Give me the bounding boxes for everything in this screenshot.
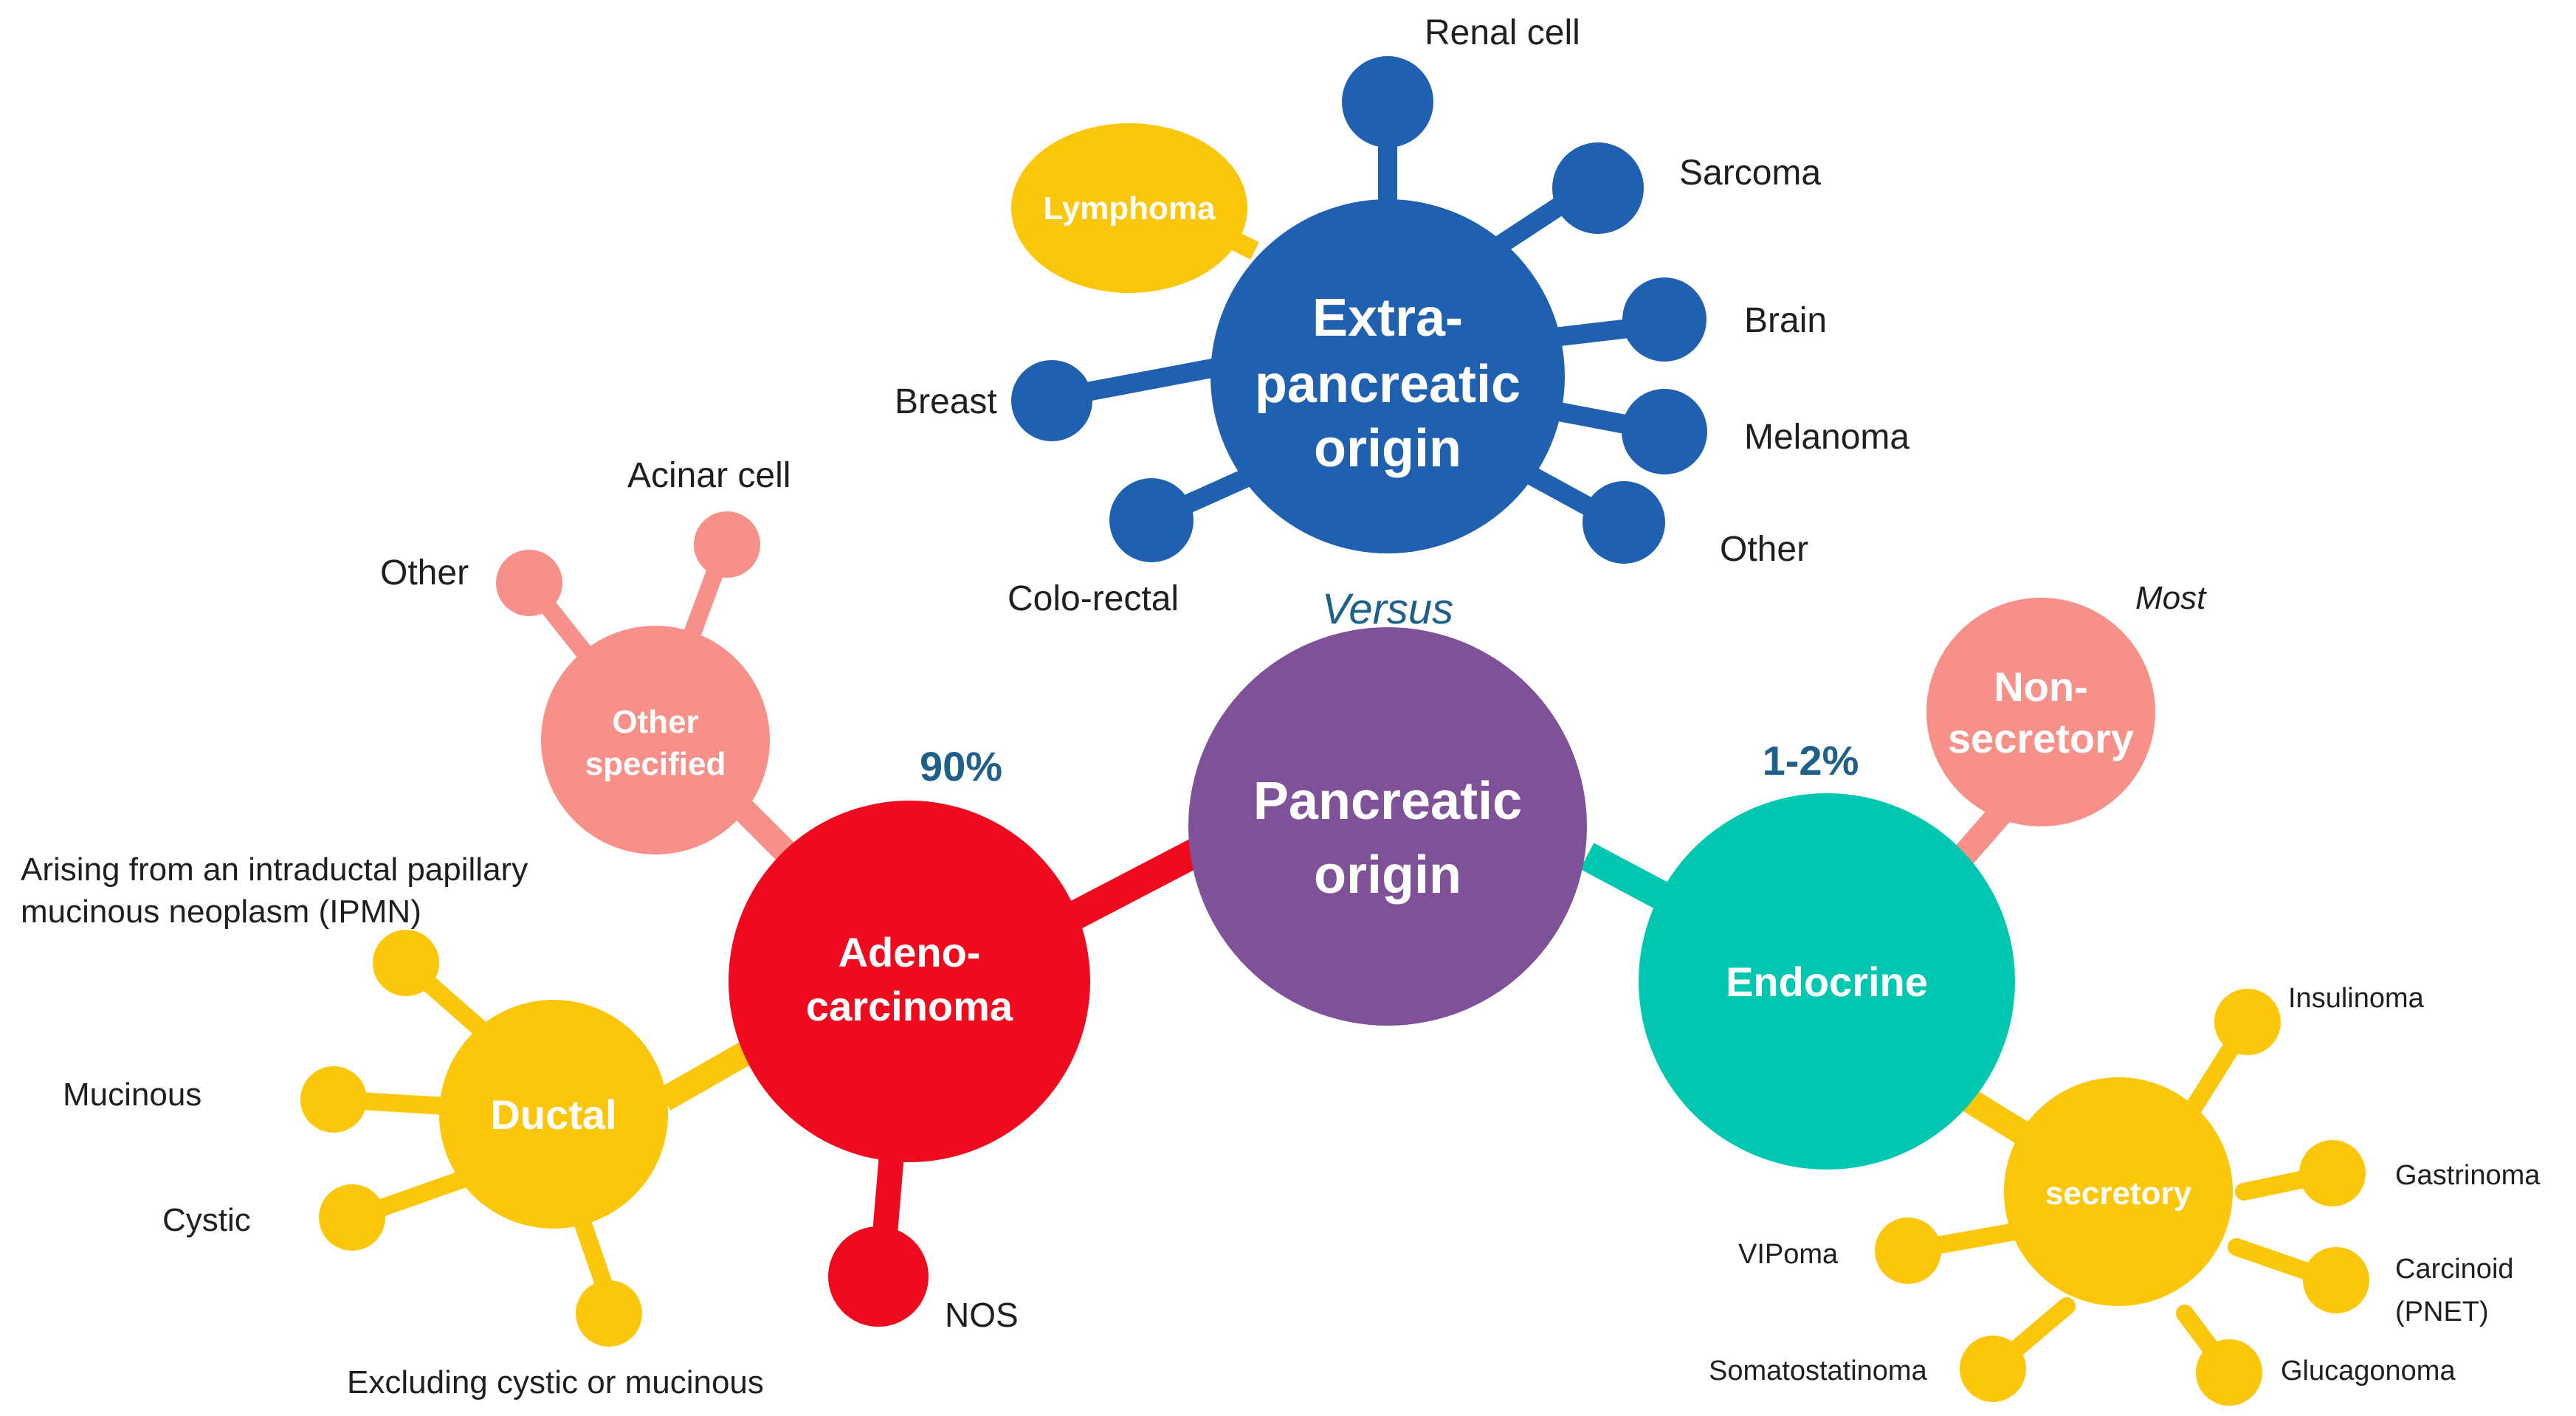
knob-carcinoid (2303, 1247, 2369, 1313)
node-other-specified-label-1: Other (612, 704, 698, 740)
label-acinar-cell: Acinar cell (627, 456, 791, 495)
node-extra-label-1: Extra- (1312, 289, 1463, 348)
node-adeno-label-2: carcinoma (806, 983, 1013, 1029)
node-endocrine-label: Endocrine (1726, 959, 1928, 1005)
knob-melanoma (1622, 389, 1707, 474)
label-nos: NOS (945, 1296, 1019, 1334)
knob-glucagonoma (2196, 1339, 2262, 1406)
label-cystic: Cystic (162, 1202, 251, 1238)
knob-brain (1622, 277, 1707, 362)
knob-excluding (576, 1280, 642, 1347)
knob-renal (1342, 56, 1433, 148)
label-excluding: Excluding cystic or mucinous (347, 1364, 764, 1401)
node-nonsecretory-label-2: secretory (1948, 715, 2134, 761)
knob-somatostatinoma (1960, 1336, 2026, 1402)
knob-mucinous (300, 1066, 367, 1133)
node-nonsecretory-label-1: Non- (1994, 663, 2088, 710)
node-endocrine (1639, 793, 2015, 1170)
label-extra-other: Other (1720, 530, 1808, 569)
label-breast: Breast (895, 382, 997, 421)
label-otherspec-other: Other (380, 553, 469, 593)
knob-colorectal (1109, 478, 1194, 562)
label-glucagonoma: Glucagonoma (2281, 1355, 2456, 1386)
label-ipmn-line2: mucinous neoplasm (IPMN) (21, 894, 421, 930)
knob-sarcoma (1552, 142, 1644, 234)
labels: Renal cell Sarcoma Brain Melanoma Other … (21, 13, 2541, 1401)
knob-cystic (319, 1184, 385, 1251)
node-ductal (439, 1000, 668, 1229)
node-ductal-label: Ductal (490, 1091, 616, 1138)
label-melanoma: Melanoma (1744, 418, 1909, 457)
knob-acinar (694, 511, 760, 578)
knob-breast (1011, 360, 1092, 441)
knob-insulinoma (2214, 989, 2281, 1055)
node-extra-label-2: pancreatic (1255, 355, 1521, 414)
label-renal-cell: Renal cell (1425, 13, 1580, 52)
label-ipmn-line1: Arising from an intraductal papillary (21, 852, 528, 888)
label-mucinous: Mucinous (63, 1077, 202, 1113)
label-gastrinoma: Gastrinoma (2395, 1160, 2541, 1191)
label-versus: Versus (1322, 585, 1453, 633)
node-lymphoma (1011, 123, 1247, 293)
knob-otherspec-other (496, 550, 562, 616)
node-pancreatic-label-2: origin (1314, 846, 1461, 905)
label-most: Most (2135, 580, 2207, 616)
label-sarcoma: Sarcoma (1679, 153, 1821, 193)
node-adenocarcinoma (729, 801, 1090, 1162)
node-secretory (2004, 1077, 2233, 1306)
knob-nos (828, 1226, 929, 1327)
label-insulinoma: Insulinoma (2288, 983, 2425, 1014)
knob-extra-other (1583, 481, 1665, 564)
node-nonsecretory (1926, 598, 2155, 826)
label-somatostatinoma: Somatostatinoma (1709, 1355, 1928, 1386)
label-carcinoid-line2: (PNET) (2395, 1296, 2489, 1327)
knob-vipoma (1875, 1218, 1941, 1284)
label-brain: Brain (1744, 301, 1827, 340)
knobs (300, 56, 2369, 1406)
label-endocrine-percent: 1-2% (1763, 737, 1859, 784)
label-adeno-percent: 90% (920, 743, 1002, 790)
node-extra-pancreatic (1210, 199, 1565, 553)
knob-ipmn (373, 930, 439, 996)
node-secretory-label: secretory (2045, 1175, 2192, 1212)
label-vipoma: VIPoma (1738, 1239, 1839, 1270)
node-other-specified (541, 626, 770, 854)
node-extra-label-3: origin (1314, 419, 1461, 478)
knob-gastrinoma (2299, 1140, 2366, 1206)
node-pancreatic-origin (1188, 627, 1587, 1026)
label-colorectal: Colo-rectal (1008, 579, 1179, 618)
node-adeno-label-1: Adeno- (838, 929, 981, 975)
node-lymphoma-label: Lymphoma (1043, 190, 1216, 227)
label-carcinoid-line1: Carcinoid (2395, 1254, 2514, 1285)
node-pancreatic-label-1: Pancreatic (1253, 772, 1522, 831)
nodes: Lymphoma Extra- pancreatic origin Pancre… (439, 123, 2233, 1306)
node-other-specified-label-2: specified (585, 746, 726, 782)
